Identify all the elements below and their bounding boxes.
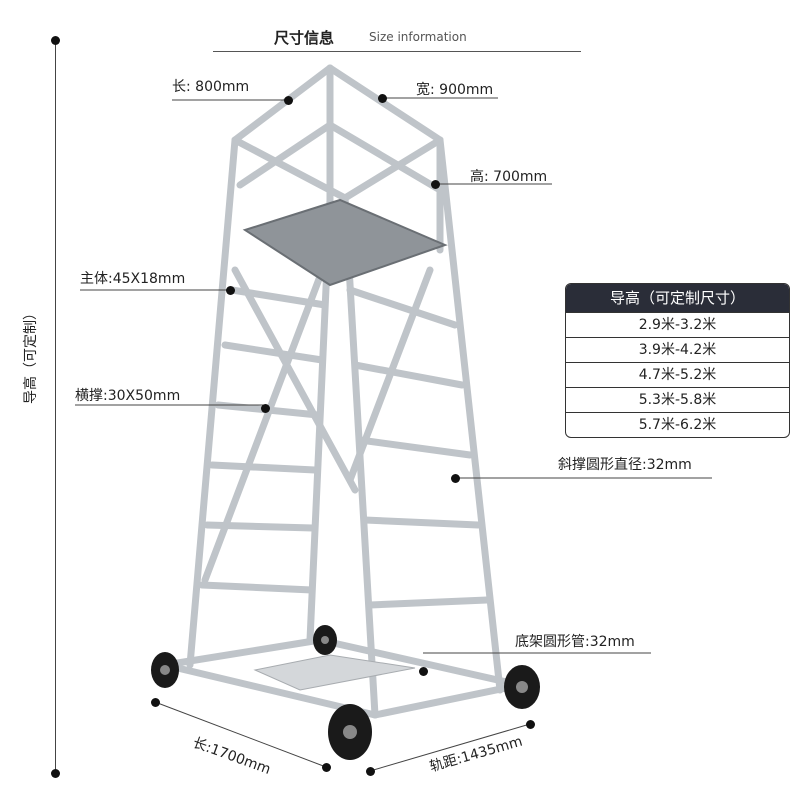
spec-table-row: 4.7米-5.2米 (566, 362, 789, 387)
spec-table-row: 5.3米-5.8米 (566, 387, 789, 412)
spec-table-row: 5.7米-6.2米 (566, 412, 789, 437)
height-bottom-dot (50, 768, 60, 778)
diagonal-brace-dot (450, 473, 460, 483)
diagonal-brace-label: 斜撑圆形直径:32mm (558, 457, 692, 473)
track-gauge-start-dot (365, 766, 375, 776)
vertical-height-label: 导高（可定制） (23, 306, 39, 404)
top-height-dot (430, 179, 440, 189)
page-subtitle: Size information (369, 30, 467, 44)
spec-table-row: 3.9米-4.2米 (566, 337, 789, 362)
title-underline (213, 51, 581, 52)
spec-table-header: 导高（可定制尺寸） (566, 284, 789, 312)
top-length-label: 长: 800mm (172, 79, 250, 95)
top-height-label: 高: 700mm (470, 169, 548, 185)
page-title: 尺寸信息 (274, 29, 335, 47)
base-tube-dot (418, 666, 428, 676)
base-length-end-dot (321, 762, 331, 772)
track-gauge-end-dot (525, 719, 535, 729)
top-width-dot (377, 93, 387, 103)
spec-table-row: 2.9米-3.2米 (566, 312, 789, 337)
main-body-label: 主体:45X18mm (80, 271, 186, 287)
base-length-start-dot (150, 697, 160, 707)
cross-brace-label: 横撑:30X50mm (75, 388, 181, 404)
base-tube-label: 底架圆形管:32mm (515, 634, 635, 650)
top-length-dot (283, 95, 293, 105)
main-body-dot (225, 285, 235, 295)
top-width-label: 宽: 900mm (416, 82, 494, 98)
height-spec-table: 导高（可定制尺寸） 2.9米-3.2米 3.9米-4.2米 4.7米-5.2米 … (565, 283, 790, 438)
height-top-dot (50, 35, 60, 45)
height-dimension-line (55, 40, 56, 773)
cross-brace-dot (260, 403, 270, 413)
